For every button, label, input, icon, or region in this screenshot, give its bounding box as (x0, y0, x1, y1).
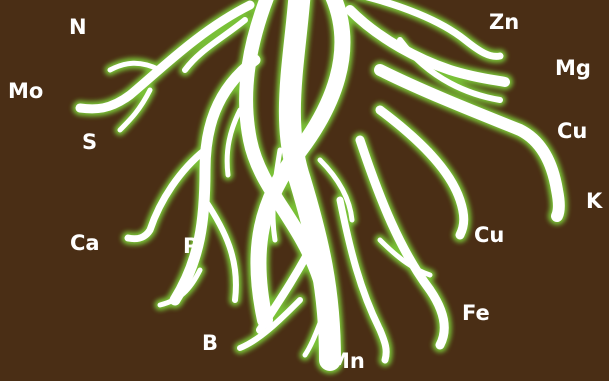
nutrient-label-cu-upper: Cu (557, 121, 587, 142)
nutrient-label-n: N (69, 17, 87, 38)
nutrient-label-p: P (183, 236, 198, 257)
nutrient-label-zn: Zn (489, 12, 519, 33)
nutrient-label-b: B (202, 333, 218, 354)
nutrient-label-fe: Fe (462, 303, 490, 324)
nutrient-label-cu-lower: Cu (474, 225, 504, 246)
nutrient-label-mg: Mg (555, 58, 591, 79)
nutrient-label-k: K (586, 191, 602, 212)
nutrient-label-mo: Mo (8, 81, 43, 102)
root-branch (340, 200, 386, 360)
nutrient-label-ca: Ca (70, 233, 100, 254)
nutrient-label-mn: Mn (329, 351, 365, 372)
nutrient-label-s: S (82, 132, 97, 153)
